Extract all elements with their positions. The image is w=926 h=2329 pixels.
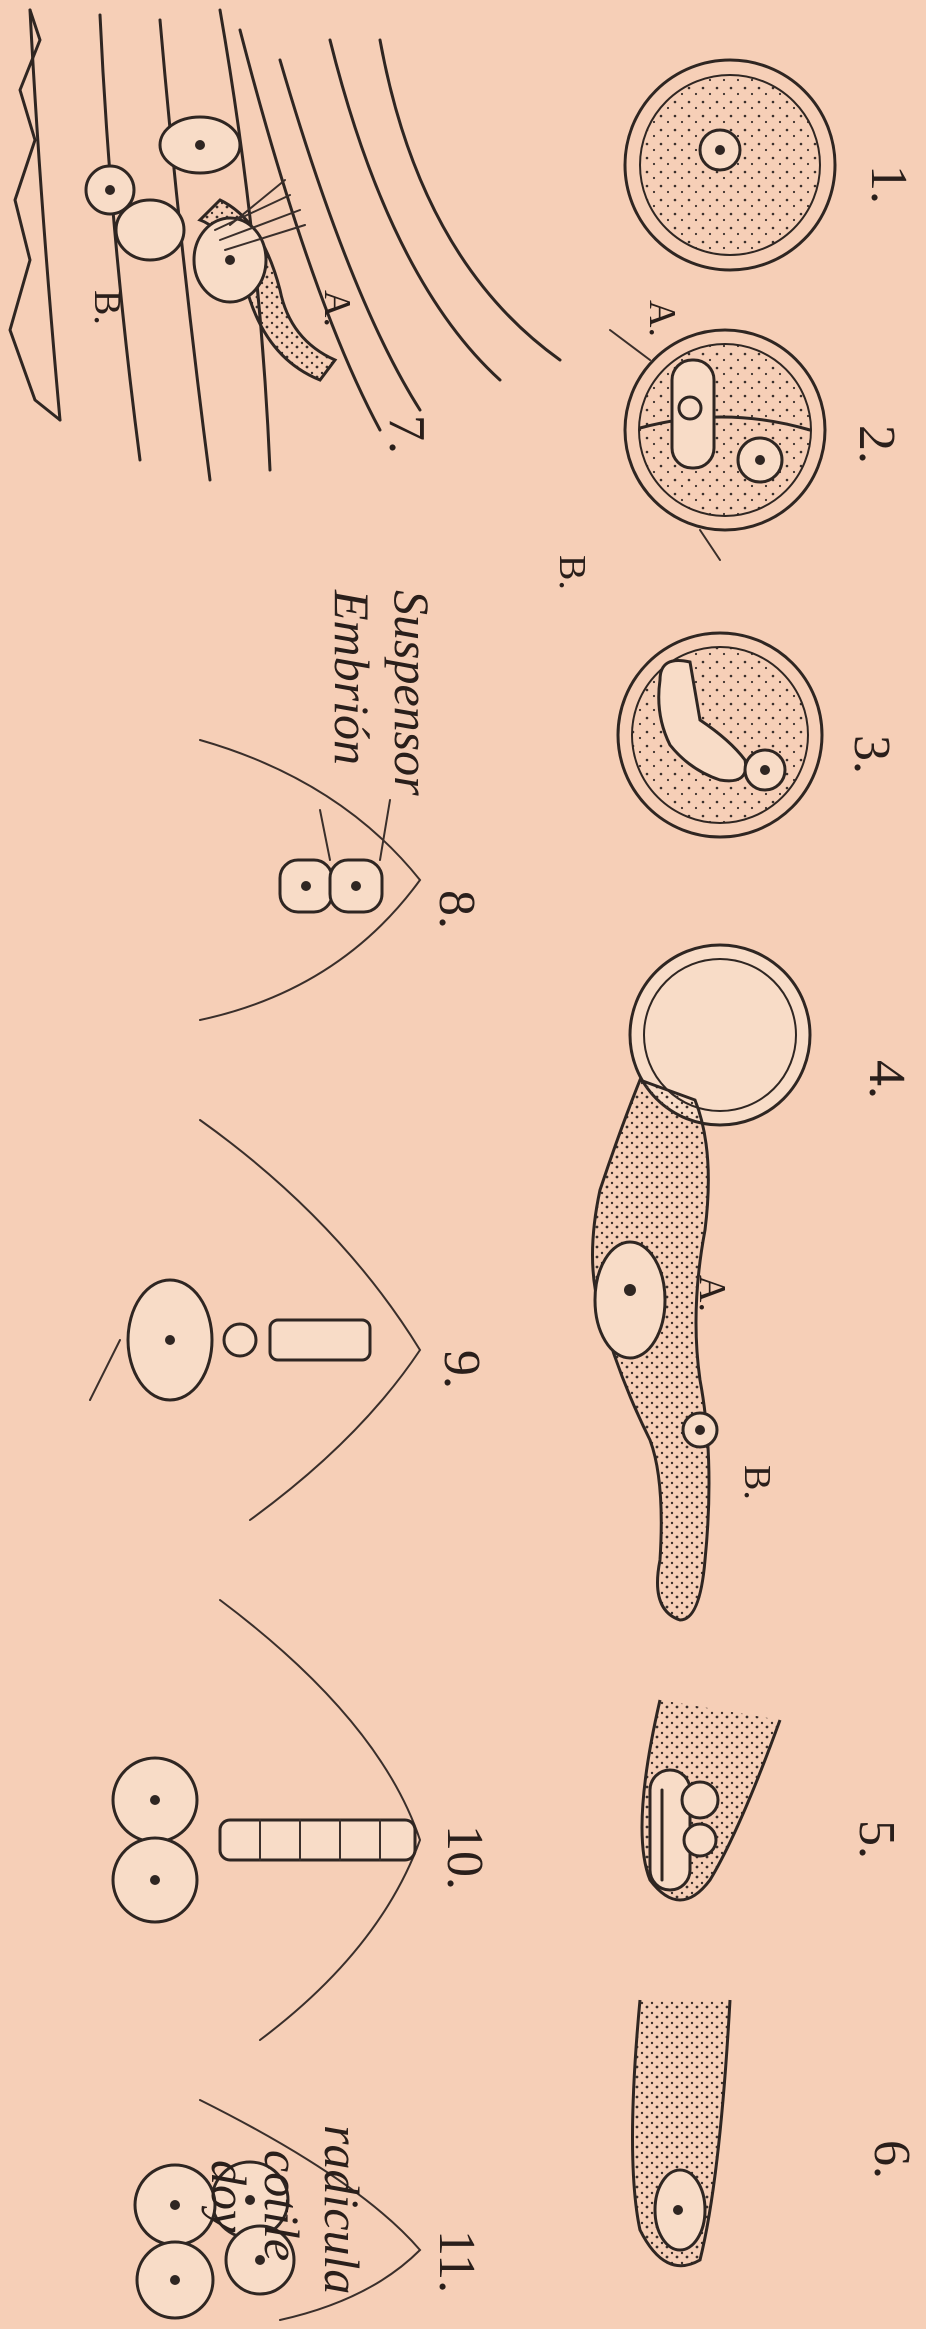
label-fig-1: 1. [860,165,917,204]
label-fig-4-b: B. [736,1465,778,1500]
label-fig-2-a: A. [641,300,683,337]
label-fig-11: 11. [428,2230,485,2293]
figure-10 [113,1600,420,2040]
label-fig-7: 7. [378,415,435,454]
label-fig-2-b: B. [551,555,593,590]
figure-6 [633,2000,731,2266]
label-fig-10: 10. [436,1825,493,1890]
figure-7 [10,10,560,480]
label-fig-7-a: A. [316,290,358,327]
label-fig-3: 3. [843,735,900,774]
figure-5 [642,1700,780,1900]
label-suspensor: Suspensor [384,590,440,796]
label-fig-5: 5. [848,1820,905,1859]
label-fig-4-a: A. [691,1275,733,1312]
label-fig-7-b: B. [86,290,128,325]
label-fig-4: 4. [858,1060,915,1099]
label-embrion: Embrión [324,589,380,765]
label-fig-8: 8. [428,890,485,929]
label-fig-9: 9. [433,1350,490,1389]
figure-2 [610,330,825,560]
label-doy: doy [201,2160,257,2233]
figure-9 [90,1120,420,1520]
label-fig-6: 6. [863,2140,920,2179]
figure-1 [625,60,835,270]
label-radicula: radicula [314,2125,370,2294]
label-cotile: cotile [254,2150,310,2261]
figure-3 [618,633,822,837]
label-fig-2: 2. [848,425,905,464]
